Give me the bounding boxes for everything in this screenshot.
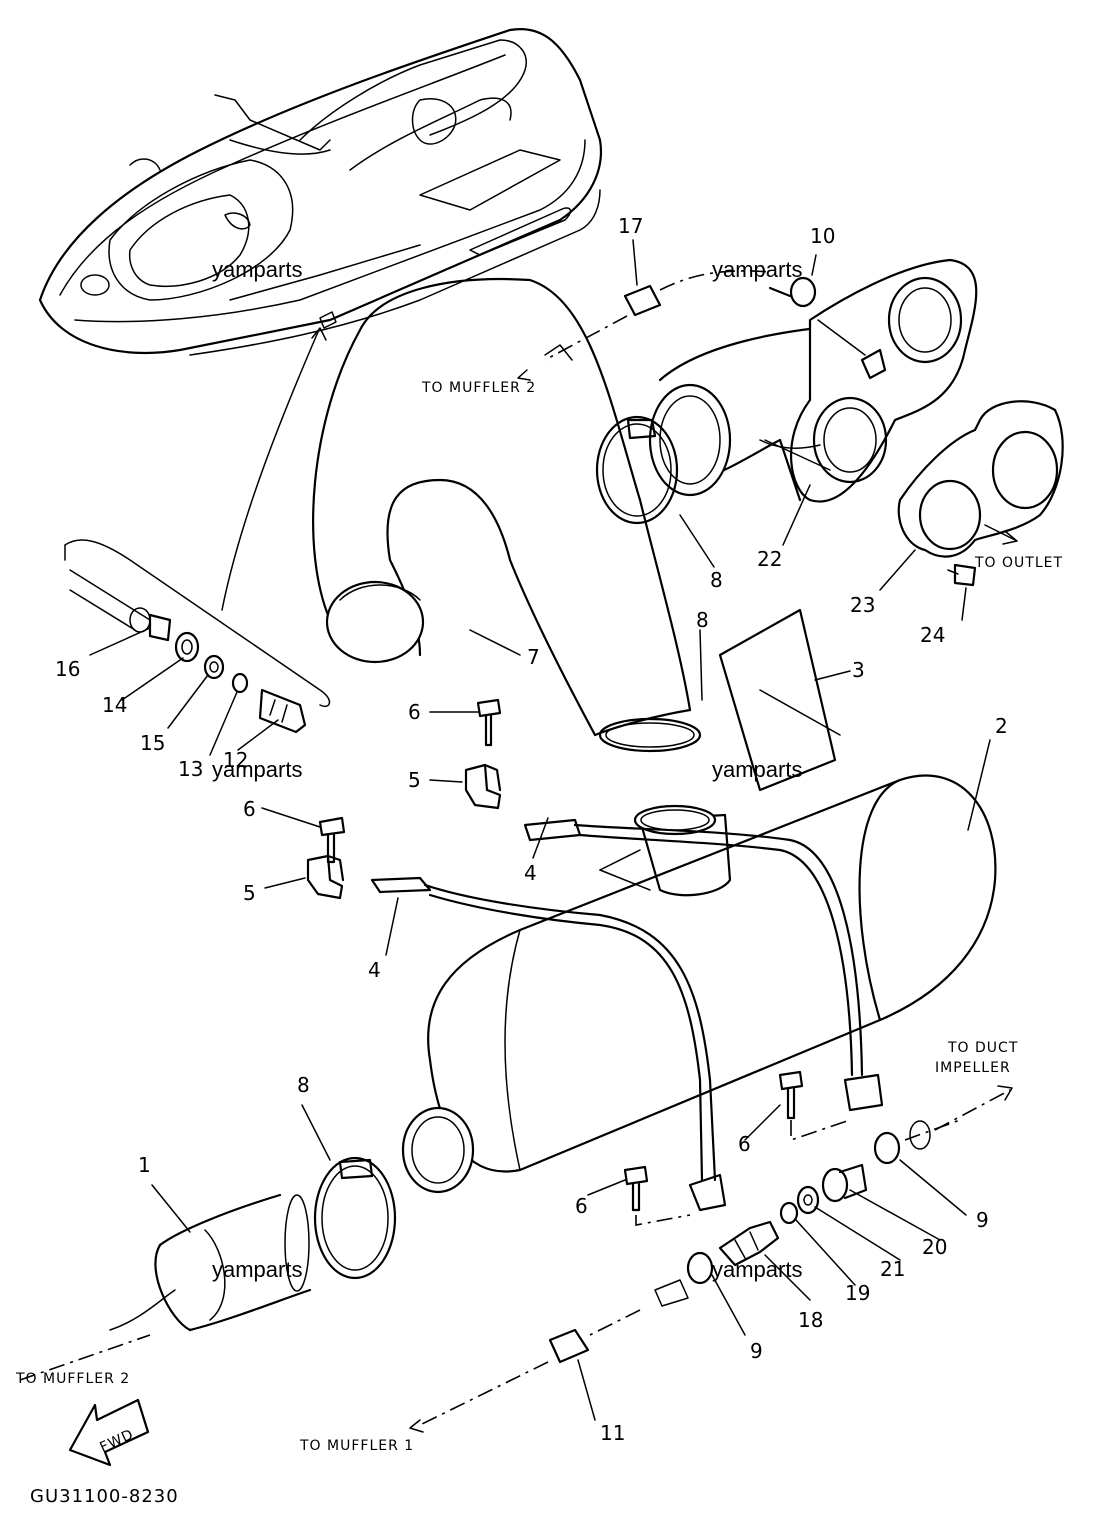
label-part-2: 2 — [995, 714, 1008, 738]
label-part-1: 1 — [138, 1153, 151, 1177]
watermark-1: yamparts — [212, 257, 302, 282]
protector-plate-3 — [718, 608, 841, 792]
hull-bracket — [64, 539, 331, 707]
watercraft-illustration — [38, 28, 602, 356]
label-part-22: 22 — [757, 547, 782, 571]
label-part-13: 13 — [178, 757, 203, 781]
nut-14 — [174, 631, 200, 663]
label-part-8-b: 8 — [696, 608, 709, 632]
clip-16 — [148, 613, 172, 642]
label-part-4-b: 4 — [368, 958, 381, 982]
label-part-20: 20 — [922, 1235, 947, 1259]
watermark-5: yamparts — [212, 1257, 302, 1282]
label-part-8-c: 8 — [297, 1073, 310, 1097]
label-part-3: 3 — [852, 658, 865, 682]
label-part-6-d: 6 — [575, 1194, 588, 1218]
location-arrowhead — [311, 327, 327, 341]
clip-9-lower — [686, 1251, 714, 1285]
caption-fwd: FWD — [97, 1426, 136, 1456]
hose-joint-11 — [409, 1279, 689, 1433]
caption-to-duct: TO DUCT — [947, 1040, 1018, 1056]
label-part-19: 19 — [845, 1281, 870, 1305]
label-part-18: 18 — [798, 1308, 823, 1332]
label-part-7: 7 — [527, 645, 540, 669]
bracket-5-b — [306, 854, 345, 900]
to-duct-arrow — [934, 1085, 1013, 1131]
caption-to-muffler-1: TO MUFFLER 1 — [299, 1438, 414, 1454]
nipple-18 — [718, 1220, 780, 1267]
hose-clamp-8-lower — [313, 1156, 397, 1280]
label-part-6-a: 6 — [408, 700, 421, 724]
label-part-15: 15 — [140, 731, 165, 755]
label-part-24: 24 — [920, 623, 945, 647]
label-part-14: 14 — [102, 693, 127, 717]
watermark-3: yamparts — [212, 757, 302, 782]
to-muffler-2-top-arrow — [517, 369, 531, 381]
caption-to-muffler-2-top: TO MUFFLER 2 — [421, 380, 536, 396]
label-part-9-a: 9 — [976, 1208, 989, 1232]
label-part-8-a: 8 — [710, 568, 723, 592]
watermark-2: yamparts — [712, 257, 802, 282]
label-part-9-b: 9 — [750, 1339, 763, 1363]
label-part-6-b: 6 — [243, 797, 256, 821]
hose-clamp-8-middle — [598, 717, 702, 753]
bolt-6-c — [778, 1070, 851, 1142]
label-part-21: 21 — [880, 1257, 905, 1281]
location-arrow — [221, 331, 319, 611]
drawing-code: GU31100-8230 — [30, 1486, 179, 1507]
label-part-16: 16 — [55, 657, 80, 681]
caption-impeller: IMPELLER — [935, 1060, 1011, 1076]
washer-21 — [796, 1185, 820, 1215]
fitting-12 — [258, 688, 307, 734]
bolt-24 — [947, 563, 977, 587]
fwd-arrow-icon — [68, 1398, 150, 1467]
clip-9-upper — [873, 1119, 961, 1165]
label-part-17: 17 — [618, 214, 643, 238]
caption-to-muffler-2-bottom: TO MUFFLER 2 — [15, 1371, 130, 1387]
part-number-labels: 1 2 3 4 4 5 5 6 6 6 6 7 8 8 8 9 9 10 11 … — [55, 214, 1008, 1445]
watermark-4: yamparts — [712, 757, 802, 782]
fitting-20 — [821, 1163, 868, 1203]
exhaust-hose-7 — [312, 277, 692, 737]
gasket-23 — [897, 400, 1064, 558]
washer-13 — [231, 672, 249, 694]
label-part-5-a: 5 — [408, 768, 421, 792]
watermark-6: yamparts — [712, 1257, 802, 1282]
washer-15 — [203, 654, 225, 680]
label-part-5-b: 5 — [243, 881, 256, 905]
to-outlet-arrow — [984, 524, 1018, 545]
label-part-10: 10 — [810, 224, 835, 248]
muffler-2 — [401, 774, 997, 1194]
leader-lines — [89, 239, 991, 1421]
watermarks: yamparts yamparts yamparts yamparts yamp… — [212, 257, 802, 1282]
washer-19 — [779, 1201, 799, 1225]
exhaust-joint-assembly — [648, 258, 978, 503]
clip-10 — [768, 276, 817, 308]
bolt-6-b — [318, 816, 346, 864]
hose-clamp-8-upper — [595, 415, 679, 525]
label-part-6-c: 6 — [738, 1132, 751, 1156]
muffler-strap-4-front — [523, 818, 884, 1112]
label-part-12: 12 — [223, 748, 248, 772]
muffler-1 — [19, 1193, 312, 1381]
hose-joint-17 — [544, 270, 771, 361]
bolt-6-d — [623, 1165, 691, 1226]
label-part-11: 11 — [600, 1421, 625, 1445]
bracket-5-a — [464, 763, 502, 810]
label-part-23: 23 — [850, 593, 875, 617]
label-part-4-a: 4 — [524, 861, 537, 885]
muffler-strap-4-rear — [370, 876, 727, 1212]
caption-to-outlet: TO OUTLET — [974, 555, 1063, 571]
bolt-6-a — [476, 698, 502, 747]
